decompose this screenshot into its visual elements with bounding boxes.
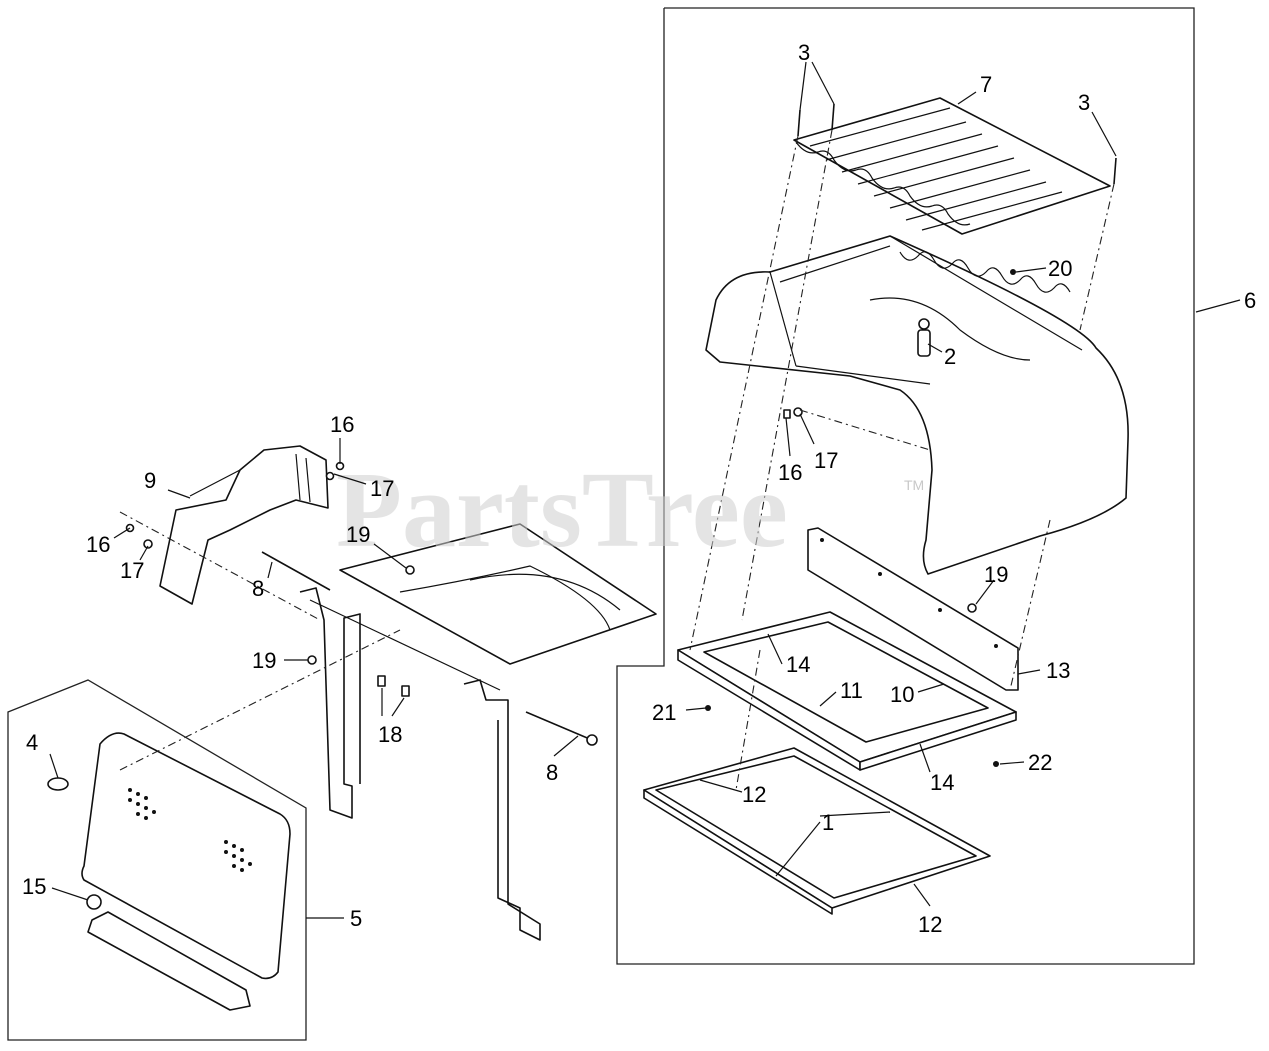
part-8-rod-lower <box>525 711 598 746</box>
callout-20: 20 <box>1048 256 1072 281</box>
callout-19: 19 <box>984 562 1008 587</box>
callout-3: 3 <box>1078 90 1090 115</box>
part-19-nut-b <box>307 655 317 665</box>
callout-15: 15 <box>22 874 46 899</box>
part-7-deflector-strip <box>793 97 1111 235</box>
part-13-side-plate <box>807 527 1019 691</box>
part-6-housing <box>705 235 1129 575</box>
callout-10: 10 <box>890 682 914 707</box>
part-22-nut <box>993 761 999 767</box>
part-10-11-14-tray-frame <box>677 611 1017 771</box>
part-8-rod-upper <box>261 551 331 591</box>
callout-17: 17 <box>370 476 394 501</box>
part-20-rivet <box>1010 269 1016 275</box>
callout-13: 13 <box>1046 658 1070 683</box>
vent-holes-left <box>128 788 156 820</box>
part-4-knob <box>47 777 69 791</box>
callout-labels: 3 7 3 20 6 2 16 17 16 17 9 16 17 19 8 19… <box>22 40 1256 937</box>
vent-holes-right <box>224 840 252 872</box>
callout-9: 9 <box>144 468 156 493</box>
mounting-plate <box>339 523 657 665</box>
callout-22: 22 <box>1028 750 1052 775</box>
callout-19: 19 <box>252 648 276 673</box>
part-18-clips <box>377 675 410 697</box>
callout-6: 6 <box>1244 288 1256 313</box>
part-15-grommet <box>86 894 102 910</box>
callout-8: 8 <box>252 576 264 601</box>
callout-16: 16 <box>330 412 354 437</box>
callout-12: 12 <box>742 782 766 807</box>
callout-18: 18 <box>378 722 402 747</box>
callout-19: 19 <box>346 522 370 547</box>
part-21-nut <box>705 705 711 711</box>
alignment-lines <box>119 129 1115 791</box>
callout-3: 3 <box>798 40 810 65</box>
part-19-nut-a <box>405 565 415 575</box>
leader-lines <box>49 61 1241 919</box>
callout-2: 2 <box>944 344 956 369</box>
assembly-5-frame <box>7 679 307 1041</box>
callout-21: 21 <box>652 700 676 725</box>
callout-4: 4 <box>26 730 38 755</box>
watermark-trademark: TM <box>904 477 924 493</box>
part-2-latch <box>917 318 931 357</box>
assembly-6-frame <box>616 7 1195 965</box>
callout-7: 7 <box>980 72 992 97</box>
callout-5: 5 <box>350 906 362 931</box>
callout-14: 14 <box>930 770 954 795</box>
callout-12: 12 <box>918 912 942 937</box>
part-19-nut-c <box>967 603 977 613</box>
callout-16: 16 <box>778 460 802 485</box>
part-3-screws <box>797 103 1117 185</box>
callout-16: 16 <box>86 532 110 557</box>
part-5-front-panel <box>81 732 291 1011</box>
callout-17: 17 <box>120 558 144 583</box>
watermark: PartsTree <box>336 451 788 570</box>
callout-1: 1 <box>822 810 834 835</box>
frame-bracket <box>299 587 541 941</box>
part-9-shroud <box>159 445 329 605</box>
callout-14: 14 <box>786 652 810 677</box>
callout-11: 11 <box>840 678 863 703</box>
callout-8: 8 <box>546 760 558 785</box>
callout-17: 17 <box>814 448 838 473</box>
